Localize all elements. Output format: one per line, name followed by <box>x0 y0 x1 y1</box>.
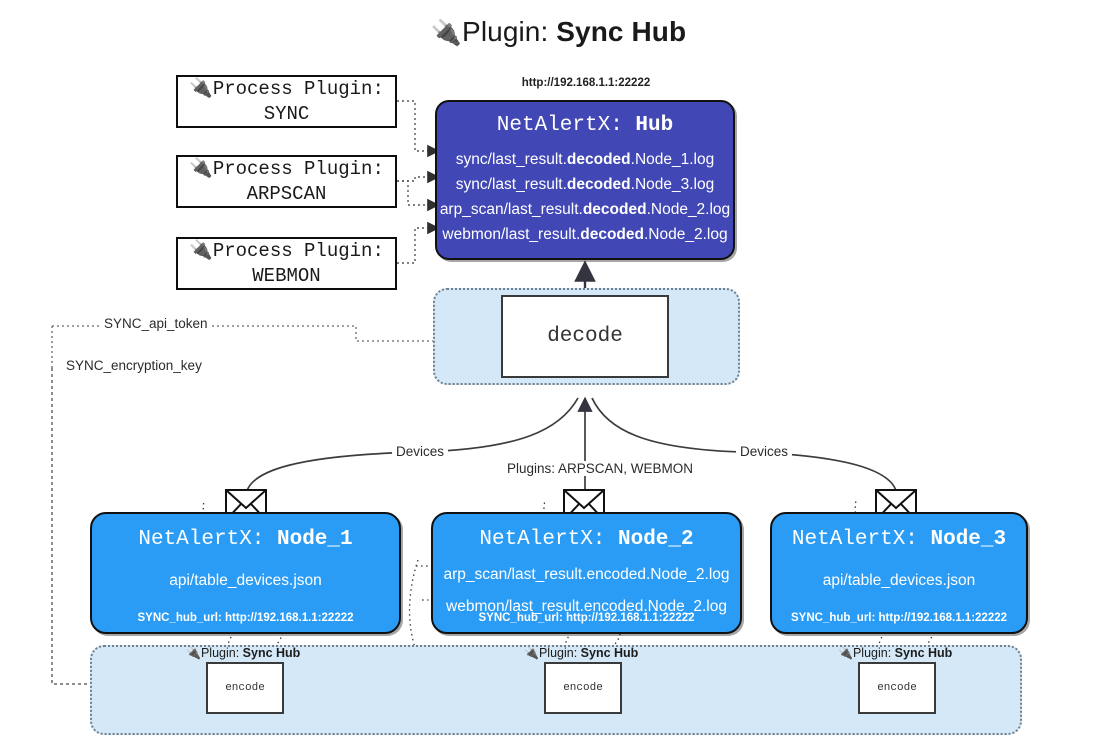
hub-log-mid: decoded <box>566 176 631 193</box>
hub-log-post: .Node_2.log <box>643 226 728 243</box>
encoder-1-plugin-name: Sync Hub <box>242 646 301 660</box>
encoder-2-plugin-prefix: Plugin: <box>538 646 581 660</box>
encoder-1-plugin-label: 🔌Plugin: Sync Hub <box>186 646 300 660</box>
secret-encryption-key-text: SYNC_encryption_key <box>66 358 202 373</box>
hub-title-prefix: NetAlertX: <box>496 114 636 137</box>
node-2-title-name: Node_2 <box>618 528 694 551</box>
hub-log-post: .Node_1.log <box>630 151 715 168</box>
page-title: 🔌Plugin: Sync Hub <box>0 16 1117 48</box>
edge-label-devices-right: Devices <box>736 444 793 459</box>
encoder-2-plugin-label: 🔌Plugin: Sync Hub <box>524 646 638 660</box>
plug-icon: 🔌 <box>430 19 463 47</box>
hub-log-pre: sync/last_result. <box>455 176 567 193</box>
process-plugin-sync-line2: SYNC <box>263 102 310 125</box>
node-2-title: NetAlertX: Node_2 <box>433 528 740 551</box>
node-2-title-prefix: NetAlertX: <box>479 528 618 551</box>
node-3-title-prefix: NetAlertX: <box>791 528 931 551</box>
encode-box-2[interactable]: encode <box>544 662 622 714</box>
node-1-title-name: Node_1 <box>277 528 353 551</box>
page-title-name: Sync Hub <box>556 16 687 47</box>
process-plugin-webmon[interactable]: 🔌Process Plugin: WEBMON <box>176 237 397 290</box>
node-box-node-1[interactable]: NetAlertX: Node_1 api/table_devices.json… <box>90 512 401 634</box>
encode-3-label: encode <box>877 682 917 694</box>
process-plugin-arpscan[interactable]: 🔌Process Plugin: ARPSCAN <box>176 155 397 208</box>
decode-box[interactable]: decode <box>501 295 669 378</box>
node-2-line: webmon/last_result.encoded.Node_2.log <box>446 598 727 615</box>
wire-sync-to-hub <box>397 100 440 158</box>
hub-log-mid: decoded <box>566 151 631 168</box>
encode-box-1[interactable]: encode <box>206 662 284 714</box>
page-title-prefix: Plugin: <box>462 16 557 47</box>
hub-log-pre: sync/last_result. <box>455 151 567 168</box>
hub-url-label: http://192.168.1.1:22222 <box>521 77 651 89</box>
hub-log-line: sync/last_result.decoded.Node_3.log <box>437 172 733 197</box>
decode-label: decode <box>547 325 623 348</box>
node-3-title-name: Node_3 <box>930 528 1007 551</box>
encoder-3-plugin-name: Sync Hub <box>894 646 953 660</box>
hub-log-mid: decoded <box>580 226 644 243</box>
encoder-1-plugin-prefix: Plugin: <box>200 646 243 660</box>
process-plugin-sync-line1: 🔌Process Plugin: <box>189 77 384 100</box>
wire-webmon-to-hub <box>397 221 440 264</box>
node-3-title: NetAlertX: Node_3 <box>772 528 1026 551</box>
plug-icon: 🔌 <box>186 646 201 660</box>
process-plugin-arpscan-line2: ARPSCAN <box>246 182 327 205</box>
hub-log-mid: decoded <box>582 201 647 218</box>
wire-arpscan-to-hub <box>397 180 440 212</box>
hub-log-line: sync/last_result.decoded.Node_1.log <box>437 147 733 172</box>
node-2-lines: arp_scan/last_result.encoded.Node_2.log … <box>433 559 740 623</box>
encoder-3-plugin-label: 🔌Plugin: Sync Hub <box>838 646 952 660</box>
plug-icon: 🔌 <box>838 646 853 660</box>
node-1-line: api/table_devices.json <box>169 572 322 589</box>
process-plugin-webmon-line1: 🔌Process Plugin: <box>189 239 384 262</box>
node-1-title: NetAlertX: Node_1 <box>92 528 399 551</box>
hub-box[interactable]: NetAlertX: Hub sync/last_result.decoded.… <box>435 100 735 260</box>
process-plugin-sync[interactable]: 🔌Process Plugin: SYNC <box>176 75 397 128</box>
encoder-2-plugin-name: Sync Hub <box>580 646 639 660</box>
node-3-footer: SYNC_hub_url: http://192.168.1.1:22222 <box>790 612 1008 624</box>
node-1-lines: api/table_devices.json <box>92 565 399 597</box>
node-box-node-3[interactable]: NetAlertX: Node_3 api/table_devices.json… <box>770 512 1028 634</box>
node-2-line: arp_scan/last_result.encoded.Node_2.log <box>443 566 730 583</box>
hub-log-line: webmon/last_result.decoded.Node_2.log <box>437 222 733 247</box>
plug-icon: 🔌 <box>524 646 539 660</box>
edge-plugins-center-text: Plugins: ARPSCAN, WEBMON <box>507 461 694 476</box>
secret-label-api-token: SYNC_api_token <box>100 316 212 331</box>
edge-label-plugins-center: Plugins: ARPSCAN, WEBMON <box>503 461 698 476</box>
process-plugin-arpscan-line1: 🔌Process Plugin: <box>189 157 384 180</box>
node-1-title-prefix: NetAlertX: <box>138 528 277 551</box>
edge-label-devices-left: Devices <box>392 444 449 459</box>
edge-devices-left-text: Devices <box>396 444 445 459</box>
hub-log-pre: arp_scan/last_result. <box>439 201 583 218</box>
hub-log-line: arp_scan/last_result.decoded.Node_2.log <box>437 197 733 222</box>
wire-sync2-to-hub <box>397 170 440 184</box>
node-1-footer: SYNC_hub_url: http://192.168.1.1:22222 <box>137 612 354 624</box>
hub-title-name: Hub <box>635 114 674 137</box>
secret-api-token-text: SYNC_api_token <box>104 316 208 331</box>
node-box-node-2[interactable]: NetAlertX: Node_2 arp_scan/last_result.e… <box>431 512 742 634</box>
encode-box-3[interactable]: encode <box>858 662 936 714</box>
hub-log-list: sync/last_result.decoded.Node_1.log sync… <box>437 147 733 247</box>
node-3-lines: api/table_devices.json <box>772 565 1026 597</box>
encoder-3-plugin-prefix: Plugin: <box>852 646 895 660</box>
node-3-line: api/table_devices.json <box>822 572 976 589</box>
hub-log-pre: webmon/last_result. <box>442 226 581 243</box>
node-2-footer: SYNC_hub_url: http://192.168.1.1:22222 <box>478 612 695 624</box>
hub-log-post: .Node_2.log <box>646 201 731 218</box>
edge-devices-right-text: Devices <box>740 444 789 459</box>
encode-1-label: encode <box>225 682 265 694</box>
hub-log-post: .Node_3.log <box>630 176 715 193</box>
hub-title: NetAlertX: Hub <box>437 114 733 137</box>
secret-label-encryption-key: SYNC_encryption_key <box>62 358 206 373</box>
process-plugin-webmon-line2: WEBMON <box>252 264 321 287</box>
encode-2-label: encode <box>563 682 603 694</box>
